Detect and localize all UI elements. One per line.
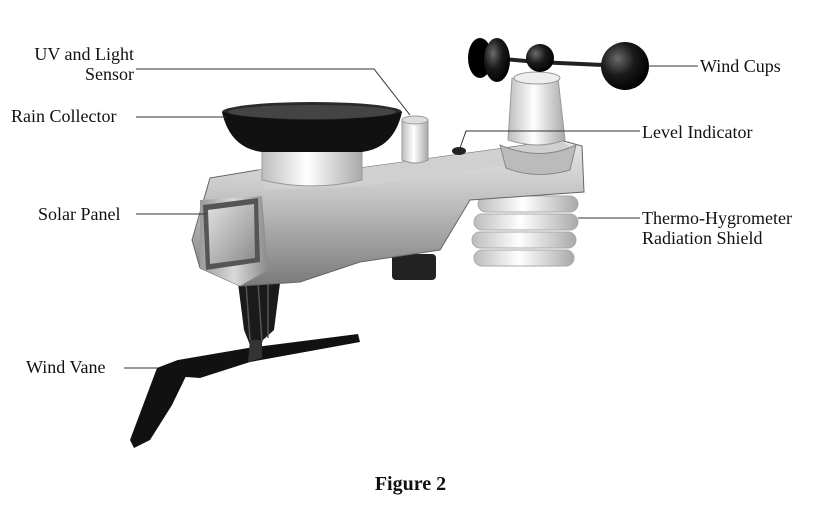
anemometer-column-part	[499, 71, 577, 176]
label-uv-light-sensor: UV and Light Sensor	[34, 44, 134, 84]
figure-caption: Figure 2	[374, 473, 447, 495]
label-solar-panel: Solar Panel	[38, 204, 121, 224]
label-rain-collector: Rain Collector	[11, 106, 117, 126]
leader-level	[459, 130, 640, 149]
label-wind-cups: Wind Cups	[700, 56, 781, 76]
solar-panel-part	[203, 198, 260, 270]
mount-part	[392, 254, 436, 280]
wind-cups-part	[468, 38, 649, 90]
label-level-indicator: Level Indicator	[642, 122, 753, 142]
radiation-shield-part	[471, 195, 579, 267]
rain-collector-part	[222, 102, 402, 187]
wind-vane-part	[130, 282, 360, 448]
level-indicator-part	[452, 147, 466, 155]
leader-lines	[124, 65, 698, 369]
label-radiation-shield: Thermo-Hygrometer Radiation Shield	[642, 208, 792, 248]
label-wind-vane: Wind Vane	[26, 357, 106, 377]
uv-sensor-part	[401, 115, 429, 164]
leader-uv	[136, 68, 411, 116]
